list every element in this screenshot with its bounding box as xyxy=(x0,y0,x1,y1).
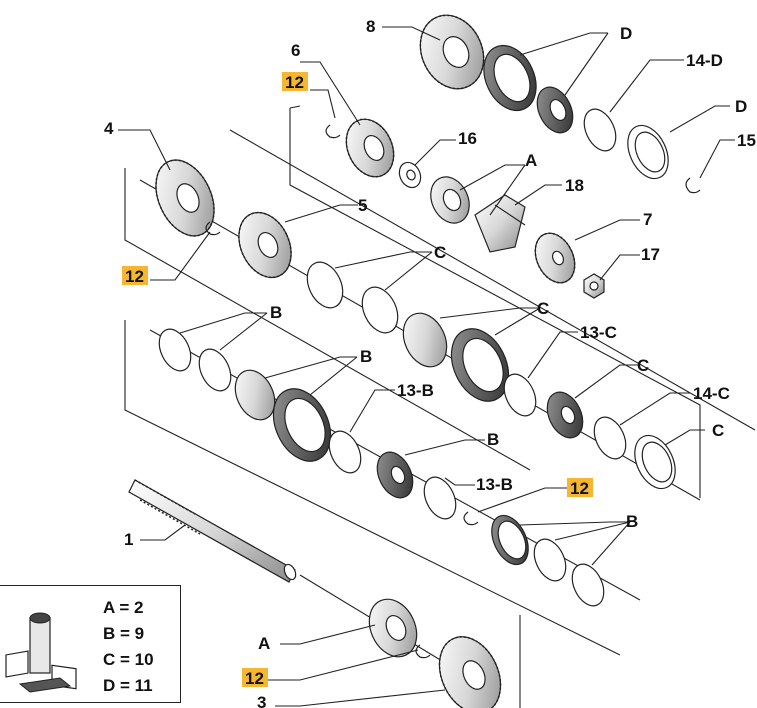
gear-4 xyxy=(155,159,215,237)
gear-7 xyxy=(534,232,576,284)
legend-a: A = 2 xyxy=(103,598,144,617)
callout-6: 6 xyxy=(291,41,300,60)
callout-highlight xyxy=(567,478,593,497)
gear-8 xyxy=(419,14,485,90)
callout-b: B xyxy=(487,430,499,449)
synchro-rings-b xyxy=(158,328,605,607)
legend-c: C = 10 xyxy=(103,650,154,669)
callout-4: 4 xyxy=(104,119,114,138)
callout-c: C xyxy=(712,421,724,440)
callout-labels: 8 6 12 4 5 12 16 A 18 7 17 D 14-D D 15 C… xyxy=(104,17,756,708)
callout-c: C xyxy=(537,299,549,318)
synchro-rings-c xyxy=(306,261,676,490)
callout-5: 5 xyxy=(358,196,367,215)
synchro-ring-d-right xyxy=(627,124,669,180)
callout-18: 18 xyxy=(565,176,584,195)
clip-12-left xyxy=(205,221,221,236)
callout-highlight xyxy=(282,72,308,91)
bearing-a-top xyxy=(430,176,470,224)
callout-b: B xyxy=(626,512,638,531)
callout-1: 1 xyxy=(124,530,133,549)
parts-kit-icon xyxy=(5,612,77,693)
leader-lines xyxy=(118,26,735,707)
callout-13-b: 13-B xyxy=(397,381,434,400)
callout-c: C xyxy=(434,243,446,262)
legend-d: D = 11 xyxy=(103,676,153,695)
callout-8: 8 xyxy=(366,17,375,36)
bearing-a-bottom xyxy=(368,598,418,658)
callout-highlight xyxy=(242,668,268,687)
callout-15: 15 xyxy=(737,131,756,150)
callout-13-b: 13-B xyxy=(476,475,513,494)
clip-15 xyxy=(685,177,701,194)
clip-12-bottom xyxy=(415,644,431,659)
legend-b: B = 9 xyxy=(103,624,145,643)
quantity-legend: A = 2 B = 9 C = 10 D = 11 xyxy=(0,585,181,703)
callout-d: D xyxy=(620,24,632,43)
gear-5 xyxy=(238,211,292,279)
callout-12: 12 xyxy=(125,267,144,286)
callout-12: 12 xyxy=(285,73,304,92)
synchro-hub-d xyxy=(536,86,574,134)
callout-13-c: 13-C xyxy=(580,323,617,342)
callout-b: B xyxy=(270,303,282,322)
callout-16: 16 xyxy=(458,129,477,148)
callout-c: C xyxy=(637,356,649,375)
callout-17: 17 xyxy=(641,245,660,264)
callout-7: 7 xyxy=(643,210,652,229)
main-shaft-1 xyxy=(128,479,297,583)
synchro-ring-d-top xyxy=(483,44,537,112)
washer-16 xyxy=(398,161,422,189)
callout-highlight xyxy=(122,266,148,285)
callout-3: 3 xyxy=(257,693,266,708)
callout-12: 12 xyxy=(245,669,264,688)
nut-17 xyxy=(583,273,605,299)
clip-12-top xyxy=(325,124,341,139)
callout-12: 12 xyxy=(570,479,589,498)
callout-a: A xyxy=(258,634,270,653)
gear-3 xyxy=(438,636,502,708)
ring-14-d xyxy=(583,108,617,152)
callout-d: D xyxy=(735,97,747,116)
assembly-outlines xyxy=(124,105,701,708)
callout-14-c: 14-C xyxy=(693,384,730,403)
callout-14-d: 14-D xyxy=(686,51,723,70)
callout-b: B xyxy=(360,347,372,366)
shift-fork-18 xyxy=(474,194,526,253)
callout-a: A xyxy=(525,151,537,170)
gear-6 xyxy=(345,118,395,178)
